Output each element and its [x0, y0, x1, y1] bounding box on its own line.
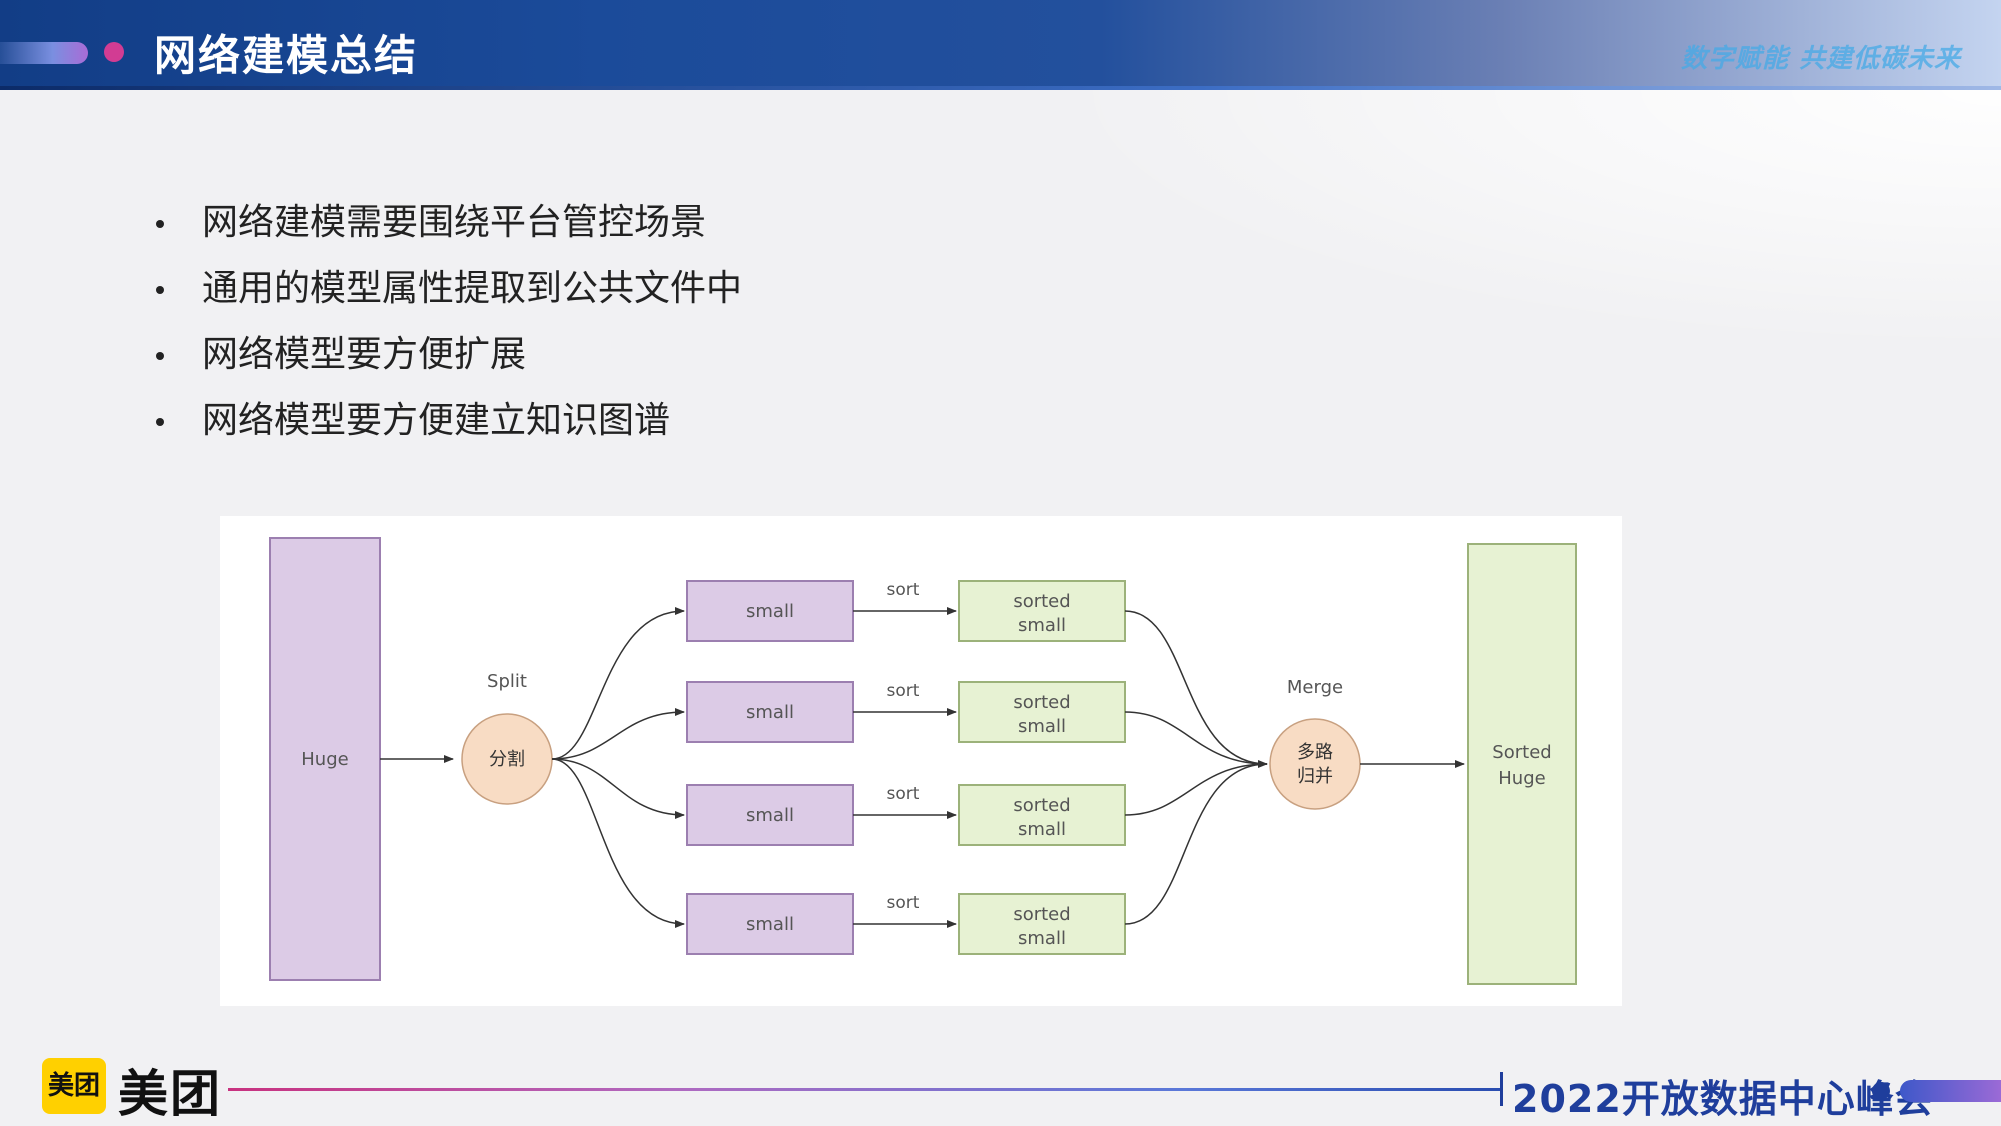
bullet-item: 网络模型要方便建立知识图谱 [148, 388, 742, 454]
bullet-item: 网络建模需要围绕平台管控场景 [148, 190, 742, 256]
footer-divider-tick [1500, 1072, 1503, 1106]
split-node-label: 分割 [489, 749, 525, 770]
arrow-sorted-4-to-merge [1124, 763, 1268, 925]
small-label-3: small [746, 805, 794, 826]
sorted-small-block-2 [958, 681, 1126, 743]
header-decor-pill [0, 42, 88, 64]
arrow-sorted-1-to-merge [1124, 610, 1268, 768]
sorted-huge-label-a: Sorted [1492, 742, 1551, 763]
sorted-small-label-4a: sorted [1013, 904, 1070, 925]
arrow-sorted-2-to-merge [1124, 711, 1268, 765]
meituan-logo-badge: 美团 [42, 1058, 106, 1114]
sorted-huge-block [1467, 543, 1577, 985]
merge-node [1269, 718, 1361, 810]
sorted-small-label-1a: sorted [1013, 591, 1070, 612]
small-label-1: small [746, 601, 794, 622]
sorted-small-block-1 [958, 580, 1126, 642]
light-rays-decor [1050, 90, 2001, 350]
footer-divider [228, 1088, 1500, 1091]
event-name: 2022开放数据中心峰会 [1512, 1077, 1934, 1121]
sort-label-3: sort [887, 784, 920, 804]
merge-node-label-b: 归并 [1297, 766, 1333, 787]
sorted-small-label-4b: small [1018, 928, 1066, 949]
diagram-canvas: Huge Split 分割 small sort sorted small sm… [269, 537, 1577, 985]
small-block-3 [686, 784, 854, 846]
sort-label-1: sort [887, 580, 920, 600]
footer-decor-dot [1872, 1082, 1890, 1100]
sorted-small-label-3b: small [1018, 819, 1066, 840]
merge-sort-diagram: Huge Split 分割 small sort sorted small sm… [220, 516, 1622, 1006]
sorted-small-label-3a: sorted [1013, 795, 1070, 816]
sorted-small-label-2b: small [1018, 716, 1066, 737]
split-label: Split [487, 671, 527, 692]
arrow-split-to-small-4 [551, 758, 685, 928]
small-label-4: small [746, 914, 794, 935]
header-slogan: 数字赋能 共建低碳未来 [1680, 44, 1961, 74]
huge-label: Huge [301, 749, 348, 770]
small-label-2: small [746, 702, 794, 723]
arrow-split-to-small-2 [551, 708, 685, 760]
meituan-logo-text: 美团 [118, 1065, 222, 1123]
sorted-huge-label-b: Huge [1498, 768, 1545, 789]
small-block-1 [686, 580, 854, 642]
arrow-split-to-small-1 [551, 607, 685, 760]
huge-block [269, 537, 381, 981]
sorted-small-label-2a: sorted [1013, 692, 1070, 713]
bullet-item: 网络模型要方便扩展 [148, 322, 742, 388]
sorted-small-block-4 [958, 893, 1126, 955]
page-title: 网络建模总结 [154, 31, 419, 80]
bullet-list: 网络建模需要围绕平台管控场景 通用的模型属性提取到公共文件中 网络模型要方便扩展… [148, 190, 742, 454]
sort-label-2: sort [887, 681, 920, 701]
sort-label-4: sort [887, 893, 920, 913]
arrow-sorted-3-to-merge [1124, 763, 1268, 816]
arrow-split-to-small-3 [551, 758, 685, 819]
header-banner: 网络建模总结 数字赋能 共建低碳未来 [0, 0, 2001, 90]
merge-node-label-a: 多路 [1297, 742, 1333, 763]
header-decor-dot [104, 42, 124, 62]
footer-decor-pill [1900, 1080, 2001, 1102]
sorted-small-label-1b: small [1018, 615, 1066, 636]
merge-label: Merge [1287, 677, 1343, 698]
bullet-item: 通用的模型属性提取到公共文件中 [148, 256, 742, 322]
